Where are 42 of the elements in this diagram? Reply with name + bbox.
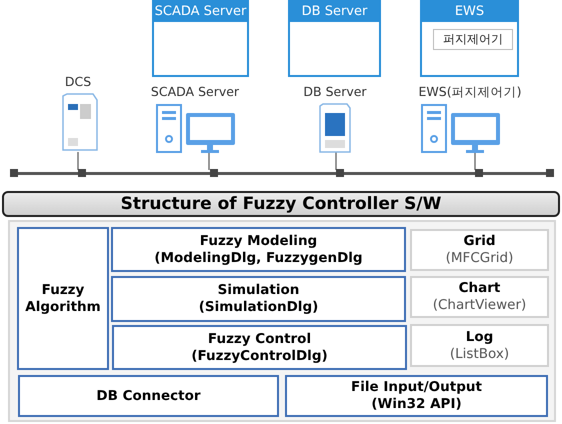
server-panel (288, 0, 381, 77)
box-title: DB Connector (96, 388, 201, 404)
server-panel (420, 0, 519, 77)
box-title: Log (466, 328, 494, 346)
module-box (17, 227, 109, 370)
box-title: Fuzzy Algorithm (24, 282, 102, 316)
title-bar: Structure of Fuzzy Controller S/W (2, 191, 560, 217)
box-subtitle: (MFCGrid) (446, 250, 514, 267)
connector-line (335, 152, 337, 170)
frame-background (8, 220, 556, 422)
box-subtitle: (ModelingDlg, FuzzygenDlg (154, 250, 363, 266)
connector-line (474, 153, 476, 170)
server-panel (152, 0, 249, 77)
module-box (285, 375, 548, 417)
connector-line (208, 153, 210, 170)
box-title: Grid (463, 233, 496, 250)
box-title: Simulation (218, 282, 300, 299)
device-label: EWS(퍼지제어기) (418, 84, 522, 101)
module-box (112, 325, 407, 370)
box-title: Fuzzy Control (208, 330, 312, 348)
box-subtitle: (ListBox) (450, 346, 510, 362)
device-label: DB Server (302, 84, 368, 99)
box-subtitle: (FuzzyControlDlg) (191, 348, 328, 364)
panel-title: SCADA Server (153, 1, 248, 22)
software-box: 퍼지제어기 (433, 29, 513, 50)
device-label: SCADA Server (150, 84, 240, 99)
box-subtitle: (ChartViewer) (432, 297, 526, 314)
box-subtitle: (Win32 API) (371, 396, 462, 413)
panel-title: DB Server (289, 1, 380, 22)
box-title: Chart (458, 280, 500, 297)
component-box (410, 229, 549, 271)
component-box (410, 276, 549, 318)
device-label: DCS (64, 74, 92, 89)
panel-title: EWS (421, 1, 518, 22)
module-box (111, 227, 406, 272)
module-box (18, 375, 279, 417)
component-box (410, 324, 549, 367)
connector-line (77, 152, 79, 170)
box-title: File Input/Output (351, 379, 482, 396)
module-box (111, 276, 406, 322)
box-title: Fuzzy Modeling (200, 232, 318, 250)
box-subtitle: (SimulationDlg) (198, 299, 318, 316)
